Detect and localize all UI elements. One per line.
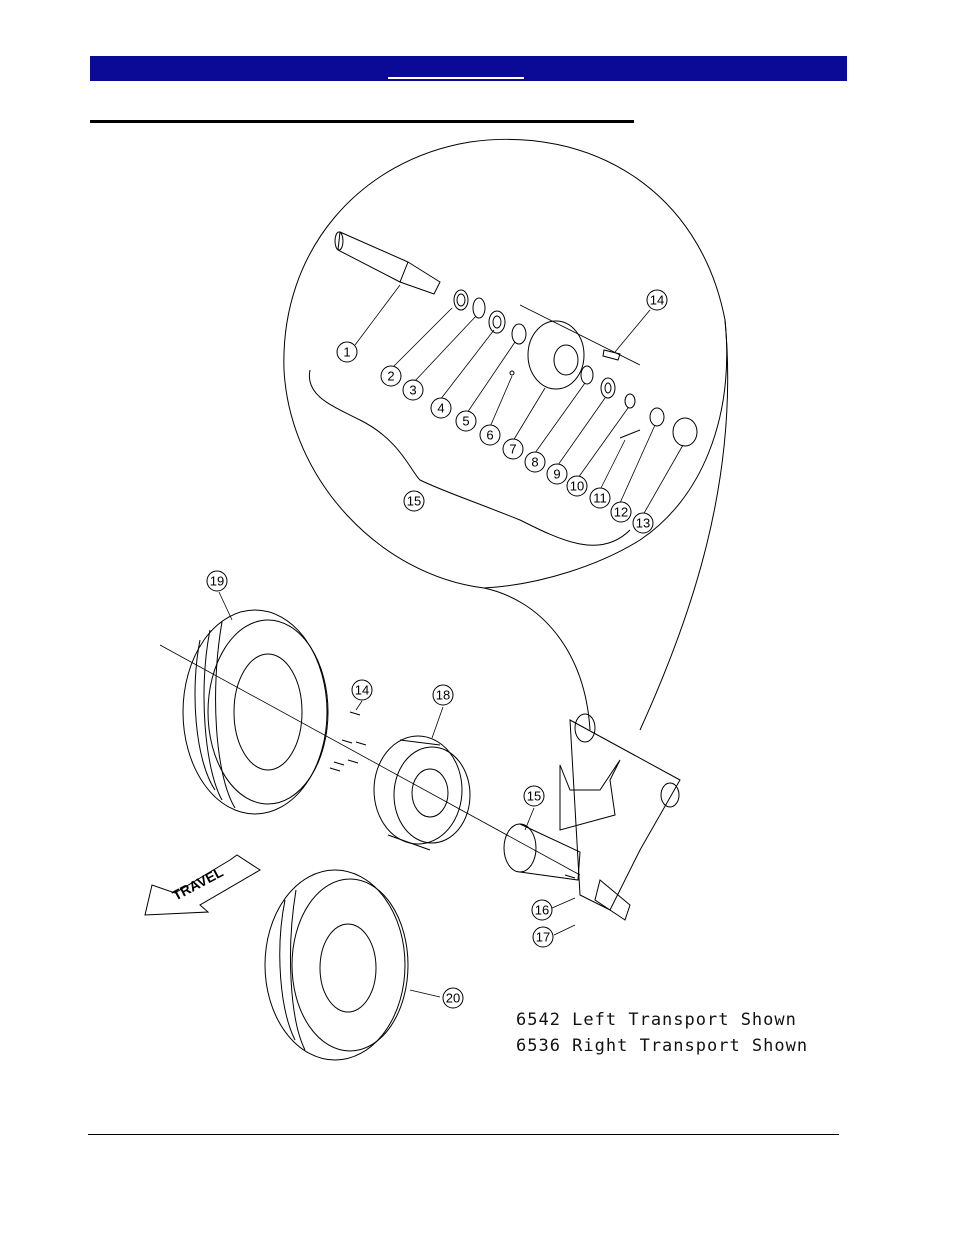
axis-line	[520, 305, 640, 365]
callout-6: 6	[480, 425, 500, 445]
tire-19	[183, 610, 328, 814]
hub-15	[504, 824, 580, 880]
callout-label: 13	[636, 516, 650, 531]
callout-17: 17	[533, 927, 553, 947]
tire-20	[265, 870, 408, 1060]
transport-arm	[560, 714, 680, 920]
travel-arrow-label: TRAVEL	[170, 863, 226, 903]
callout-19: 19	[207, 571, 227, 591]
detail-bubble-outline	[284, 139, 727, 588]
caption-right-transport: 6536 Right Transport Shown	[516, 1036, 808, 1056]
callout-13: 13	[633, 513, 653, 533]
bearing-seal	[454, 290, 468, 310]
callout-label: 18	[436, 688, 450, 703]
callout-18: 18	[433, 685, 453, 705]
bearing-cone-inner	[489, 311, 505, 333]
callout-12: 12	[611, 502, 631, 522]
dust-cap	[673, 418, 697, 446]
callout-label: 14	[650, 293, 664, 308]
callout-label: 20	[446, 991, 460, 1006]
axle-centerline	[160, 645, 580, 875]
callout-label: 10	[570, 479, 584, 494]
callout-label: 16	[535, 903, 549, 918]
callout-9: 9	[547, 464, 567, 484]
callout-label: 14	[355, 683, 369, 698]
callout-label: 12	[614, 505, 628, 520]
callout-14: 14	[352, 680, 372, 700]
bearing-cup-outboard	[581, 366, 593, 384]
hub-body	[528, 321, 584, 389]
callout-label: 1	[343, 345, 350, 360]
callout-label: 15	[407, 494, 421, 509]
callout-label: 4	[437, 401, 444, 416]
callout-label: 11	[593, 491, 607, 506]
spindle-washer	[625, 394, 635, 408]
callout-14: 14	[647, 290, 667, 310]
wheel-rim-18	[374, 736, 470, 850]
detail-leader-curve-1	[484, 588, 590, 730]
callout-label: 2	[387, 369, 394, 384]
spindle-shaft	[335, 232, 440, 294]
callout-20: 20	[443, 988, 463, 1008]
callout-1: 1	[337, 342, 357, 362]
spindle-16	[565, 875, 575, 878]
callout-10: 10	[567, 476, 587, 496]
callout-label: 3	[409, 383, 416, 398]
callout-16: 16	[532, 900, 552, 920]
bearing-cone-outboard	[601, 378, 615, 398]
wheel-stud	[603, 350, 620, 360]
callout-2: 2	[381, 366, 401, 386]
callout-label: 7	[509, 442, 516, 457]
bearing-cup-inner	[473, 298, 485, 318]
callout-8: 8	[525, 452, 545, 472]
callout-label: 6	[486, 428, 493, 443]
callout-4: 4	[431, 398, 451, 418]
footer-rule	[88, 1134, 839, 1135]
callout-label: 9	[553, 467, 560, 482]
travel-arrow: TRAVEL	[145, 855, 260, 915]
callout-label: 19	[210, 574, 224, 589]
callout-label: 8	[531, 455, 538, 470]
cotter-pin	[620, 430, 640, 438]
callout-15: 15	[524, 786, 544, 806]
castle-nut	[650, 408, 664, 426]
callout-15: 15	[404, 491, 424, 511]
callout-label: 15	[527, 789, 541, 804]
callout-5: 5	[456, 411, 476, 431]
grease-fitting	[510, 371, 514, 375]
callout-7: 7	[503, 439, 523, 459]
callout-3: 3	[403, 380, 423, 400]
caption-left-transport: 6542 Left Transport Shown	[516, 1010, 797, 1030]
callout-label: 17	[536, 930, 550, 945]
bearing-cup-outer	[512, 324, 526, 344]
assembly-brace	[309, 370, 630, 545]
callout-label: 5	[462, 414, 469, 429]
callout-11: 11	[590, 488, 610, 508]
